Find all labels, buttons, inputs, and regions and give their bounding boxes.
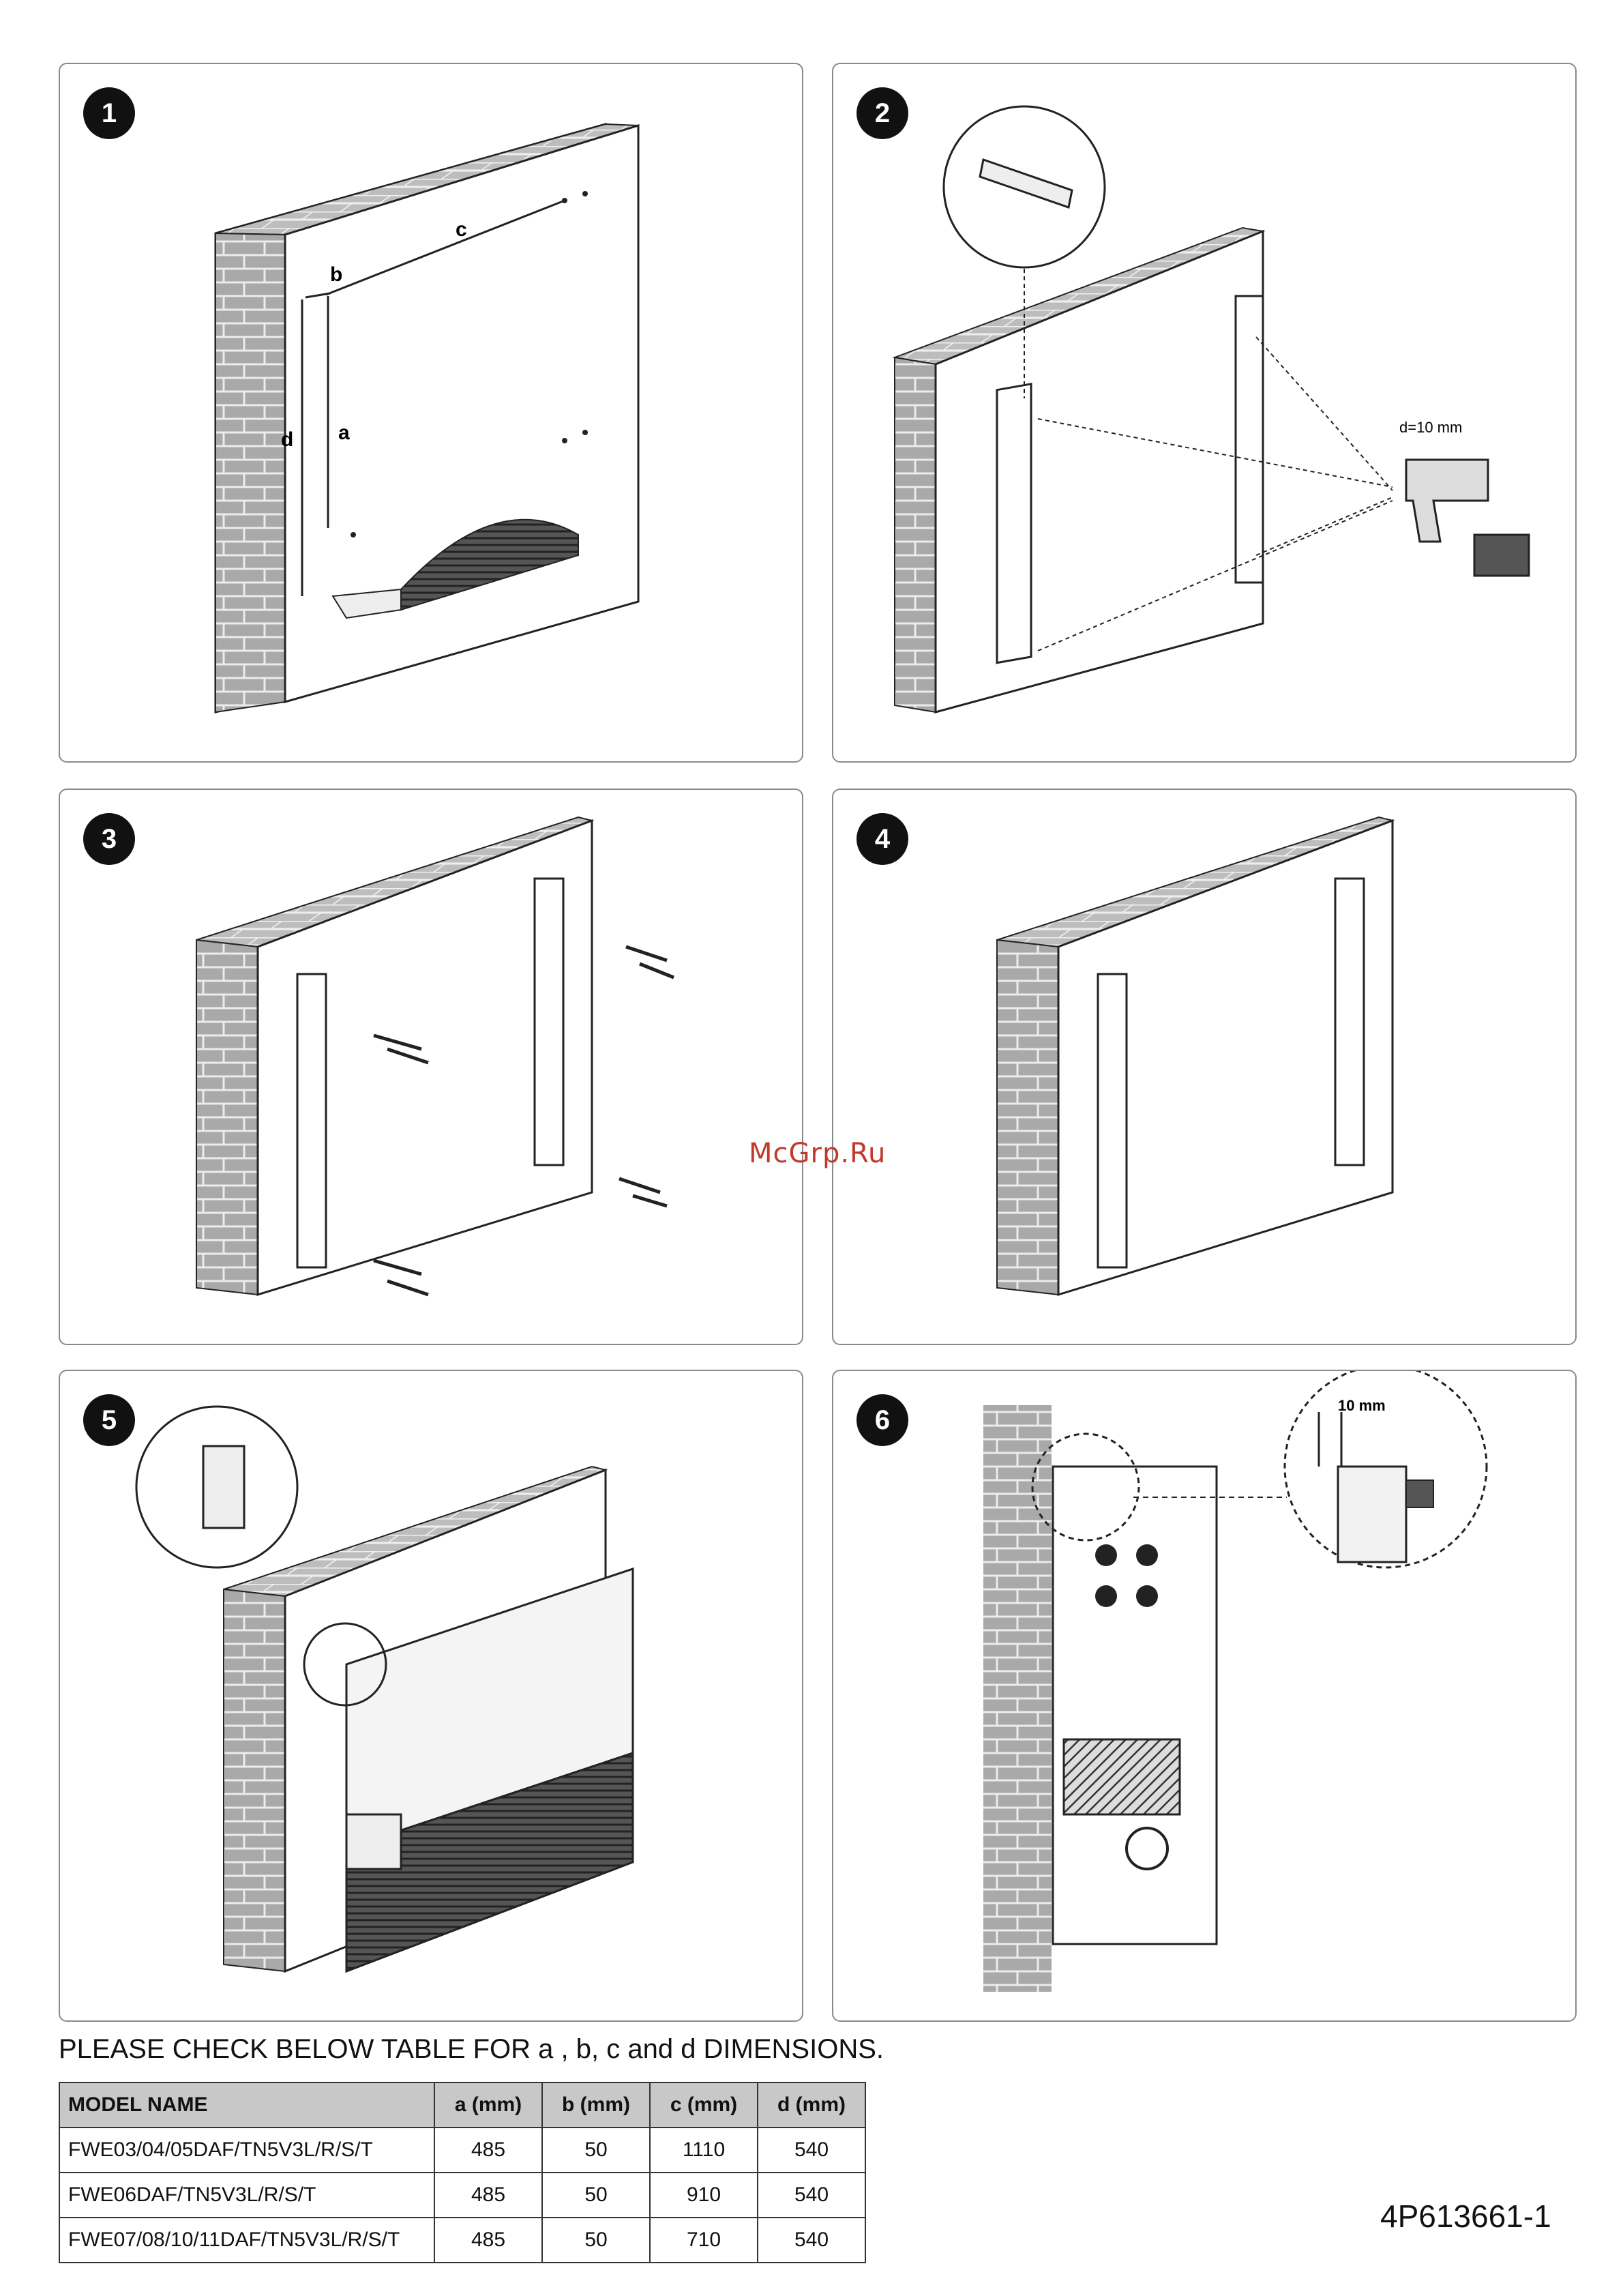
cell-d: 540: [758, 2173, 865, 2218]
step-2-illustration: d=10 mm: [833, 64, 1575, 761]
step-1-illustration: c b d a: [60, 64, 802, 761]
document-number: 4P613661-1: [1380, 2198, 1551, 2235]
header-c: c (mm): [650, 2082, 758, 2128]
table-row: FWE06DAF/TN5V3L/R/S/T 485 50 910 540: [59, 2173, 865, 2218]
step-3-illustration: [60, 790, 802, 1344]
cell-d: 540: [758, 2128, 865, 2173]
cell-b: 50: [542, 2218, 650, 2263]
cell-a: 485: [434, 2218, 542, 2263]
table-header-row: MODEL NAME a (mm) b (mm) c (mm) d (mm): [59, 2082, 865, 2128]
step-2-panel: 2 d=10 mm: [832, 63, 1577, 763]
cell-a: 485: [434, 2128, 542, 2173]
cell-c: 710: [650, 2218, 758, 2263]
cell-a: 485: [434, 2173, 542, 2218]
dimension-b-label: b: [330, 263, 342, 286]
drill-diameter-label: d=10 mm: [1399, 419, 1462, 436]
watermark-text: McGrp.Ru: [749, 1138, 886, 1169]
dimension-a-label: a: [338, 422, 350, 444]
step-6-panel: 6 10 mm: [832, 1370, 1577, 2022]
cell-d: 540: [758, 2218, 865, 2263]
header-a: a (mm): [434, 2082, 542, 2128]
cell-c: 910: [650, 2173, 758, 2218]
table-row: FWE03/04/05DAF/TN5V3L/R/S/T 485 50 1110 …: [59, 2128, 865, 2173]
instruction-text: PLEASE CHECK BELOW TABLE FOR a , b, c an…: [59, 2034, 884, 2065]
header-model-name: MODEL NAME: [59, 2082, 434, 2128]
dimension-d-label: d: [281, 428, 293, 451]
step-4-panel: 4: [832, 789, 1577, 1345]
gap-10mm-label: 10 mm: [1338, 1397, 1386, 1414]
header-b: b (mm): [542, 2082, 650, 2128]
cell-c: 1110: [650, 2128, 758, 2173]
step-1-panel: 1 c b d a: [59, 63, 803, 763]
table-row: FWE07/08/10/11DAF/TN5V3L/R/S/T 485 50 71…: [59, 2218, 865, 2263]
header-d: d (mm): [758, 2082, 865, 2128]
cell-model: FWE06DAF/TN5V3L/R/S/T: [59, 2173, 434, 2218]
step-6-illustration: 10 mm: [833, 1371, 1575, 2020]
dimension-c-label: c: [456, 218, 467, 241]
step-3-panel: 3: [59, 789, 803, 1345]
dimensions-table: MODEL NAME a (mm) b (mm) c (mm) d (mm) F…: [59, 2082, 866, 2263]
cell-model: FWE07/08/10/11DAF/TN5V3L/R/S/T: [59, 2218, 434, 2263]
cell-b: 50: [542, 2173, 650, 2218]
step-4-illustration: [833, 790, 1575, 1344]
step-5-illustration: [60, 1371, 802, 2020]
cell-b: 50: [542, 2128, 650, 2173]
cell-model: FWE03/04/05DAF/TN5V3L/R/S/T: [59, 2128, 434, 2173]
step-5-panel: 5: [59, 1370, 803, 2022]
